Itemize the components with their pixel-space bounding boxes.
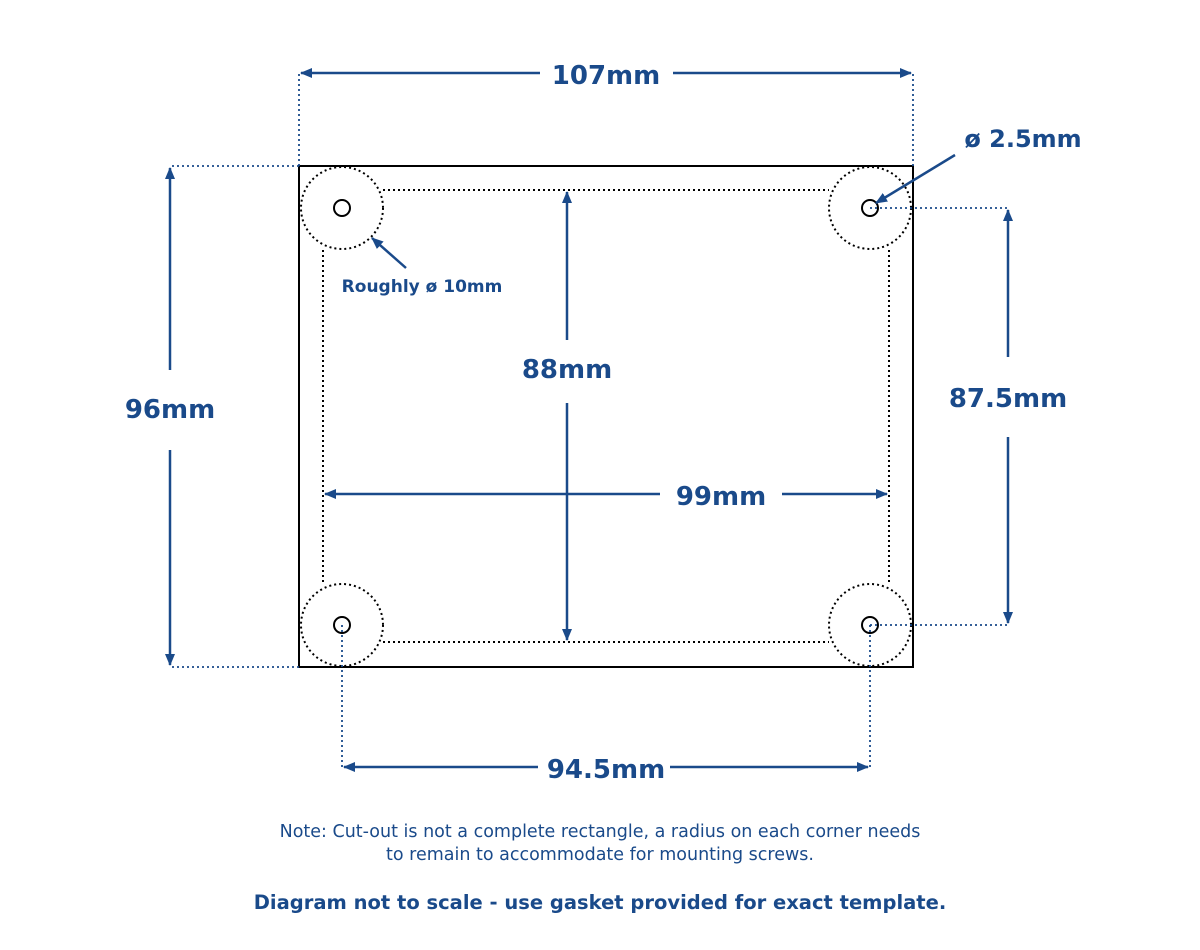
cutout-dotted-outline [322,189,890,643]
disclaimer-note: Diagram not to scale - use gasket provid… [253,891,947,914]
label-corner-radius: Roughly ø 10mm [342,277,503,297]
cutout-note-line-2: to remain to accommodate for mounting sc… [386,845,814,865]
label-hole-diameter: ø 2.5mm [964,125,1081,153]
outer-rectangle [298,165,914,668]
screw-hole-top-left [333,199,351,217]
label-hole-spacing-vertical: 87.5mm [949,384,1067,414]
label-hole-spacing-horizontal: 94.5mm [547,755,665,785]
leader-arrow-hole-diameter [875,153,956,205]
corner-radius-top-left [300,166,384,250]
corner-radius-bottom-left [300,583,384,667]
label-overall-height: 96mm [125,395,215,425]
label-inner-width: 99mm [676,482,766,512]
leader-arrow-corner-radius [371,237,407,269]
cutout-note: Note: Cut-out is not a complete rectangl… [0,821,1200,867]
label-overall-width: 107mm [552,61,660,91]
cutout-note-line-1: Note: Cut-out is not a complete rectangl… [279,822,921,842]
label-inner-height: 88mm [522,355,612,385]
